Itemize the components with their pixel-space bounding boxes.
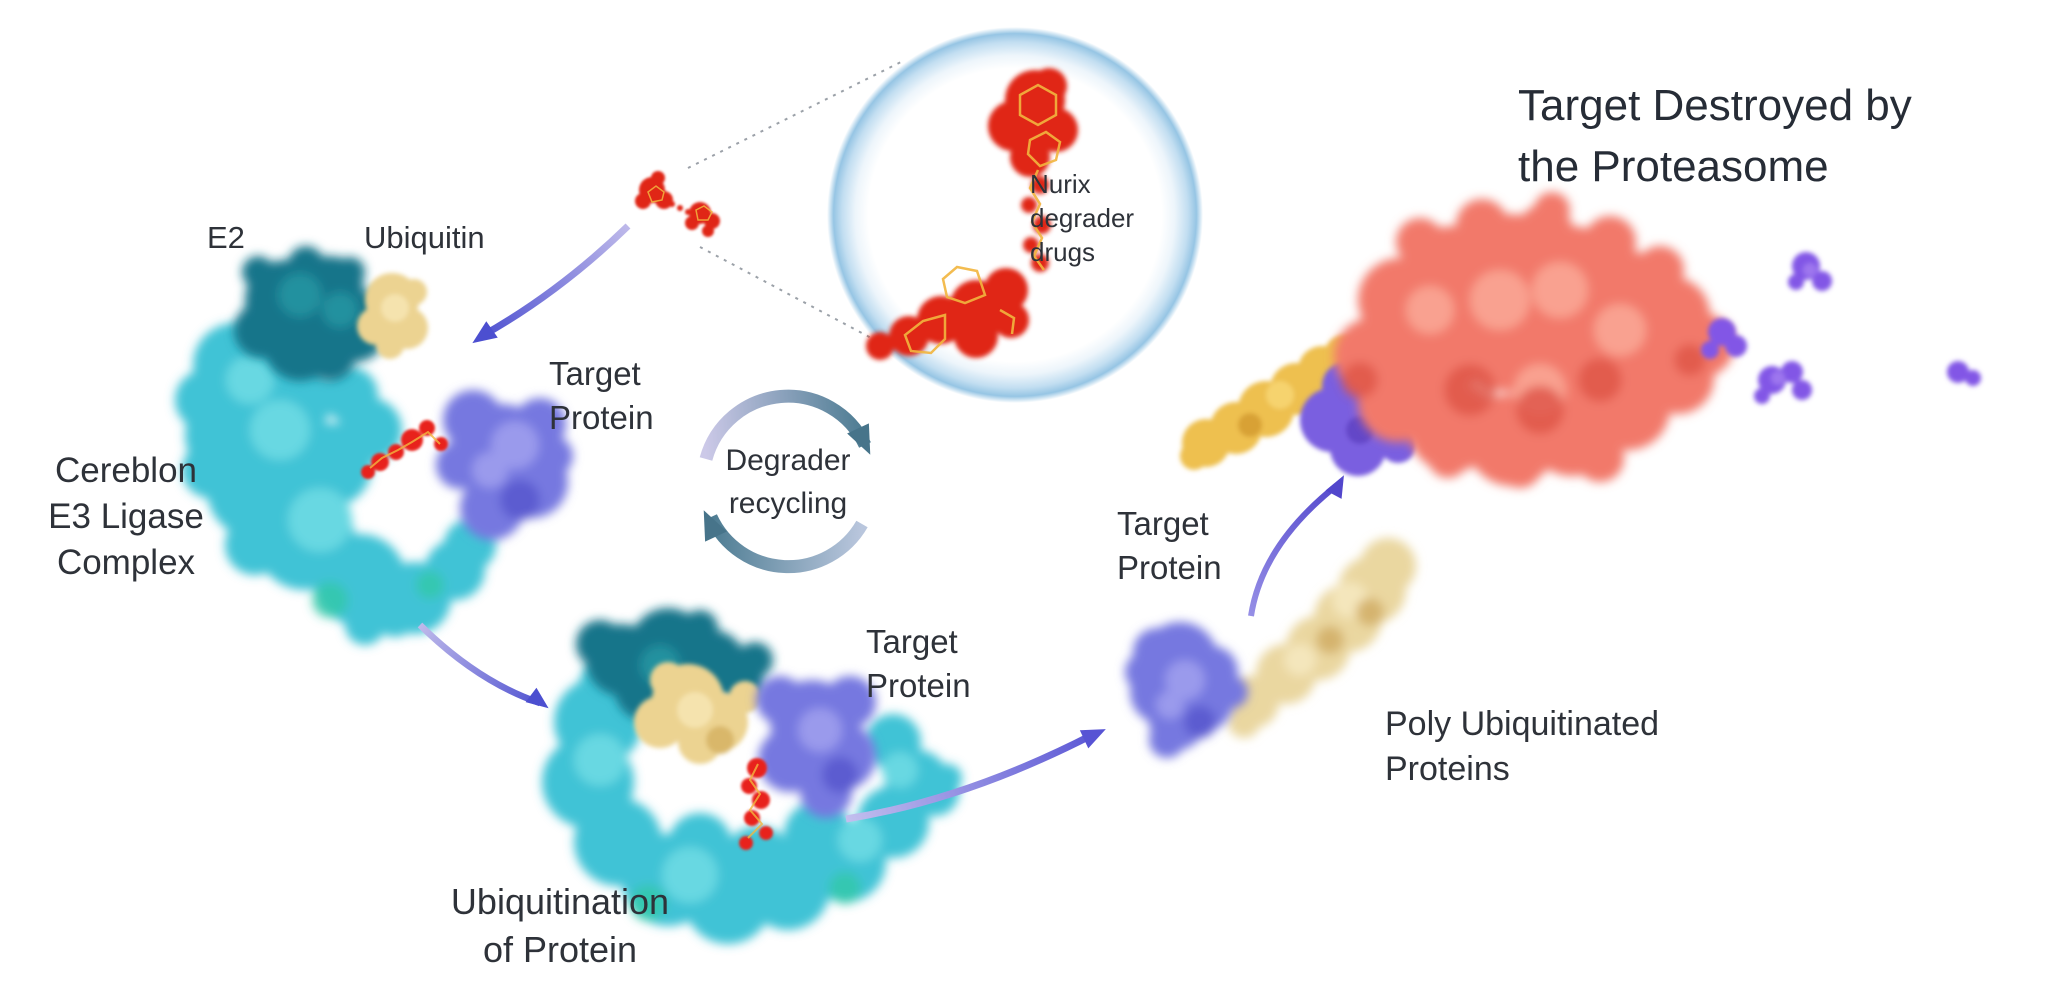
recycling-cycle-arrows <box>699 389 871 574</box>
e2-label: E2 <box>207 220 245 255</box>
degrader-molecule-large <box>866 68 1078 360</box>
degrader-molecule-small <box>635 171 720 237</box>
target-protein-label-right: Target Protein <box>1117 505 1222 586</box>
ubiquitination-label: Ubiquitination of Protein <box>450 881 670 970</box>
cereblon-complex-label: Cereblon E3 Ligase Complex <box>48 451 204 583</box>
arrow-to-proteasome <box>1248 475 1344 617</box>
cereblon-complex-blob <box>175 310 496 645</box>
callout-dotted-lines <box>687 59 906 341</box>
arrow-complex-to-ubiquitination <box>417 622 549 709</box>
target-protein-label-left: Target Protein <box>549 355 654 436</box>
target-protein-label-mid: Target Protein <box>866 623 971 704</box>
degrader-recycling-label: Degrader recycling <box>725 444 851 520</box>
target-fragment-blobs <box>1701 252 1981 404</box>
poly-ubiquitinated-label: Poly Ubiquitinated Proteins <box>1385 705 1660 788</box>
ubiquitin-blob <box>357 273 428 359</box>
ubiquitination-complex-blob <box>542 656 962 944</box>
dotted-callout-line-bottom <box>699 246 876 341</box>
proteasome-blob <box>1334 192 1734 488</box>
target-protein-blob-mid <box>756 676 876 818</box>
diagram-title: Target Destroyed by the Proteasome <box>1518 81 1912 191</box>
ubiquitin-blob-2 <box>634 662 761 764</box>
degrader-molecule-in-complex <box>361 420 448 479</box>
ubiquitin-label: Ubiquitin <box>364 220 485 255</box>
target-protein-blob-left <box>436 390 573 540</box>
e2-blob <box>234 246 395 381</box>
polyubiquitin-chain-blob <box>1227 538 1416 738</box>
arrow-to-polyubiquitinated <box>845 729 1106 823</box>
degrader-molecule-bound <box>739 758 773 850</box>
nurix-degrader-drugs-label: Nurix degrader drugs <box>1030 169 1135 268</box>
target-protein-blob-right <box>1125 622 1248 758</box>
arrow-degrader-binding <box>472 223 631 344</box>
